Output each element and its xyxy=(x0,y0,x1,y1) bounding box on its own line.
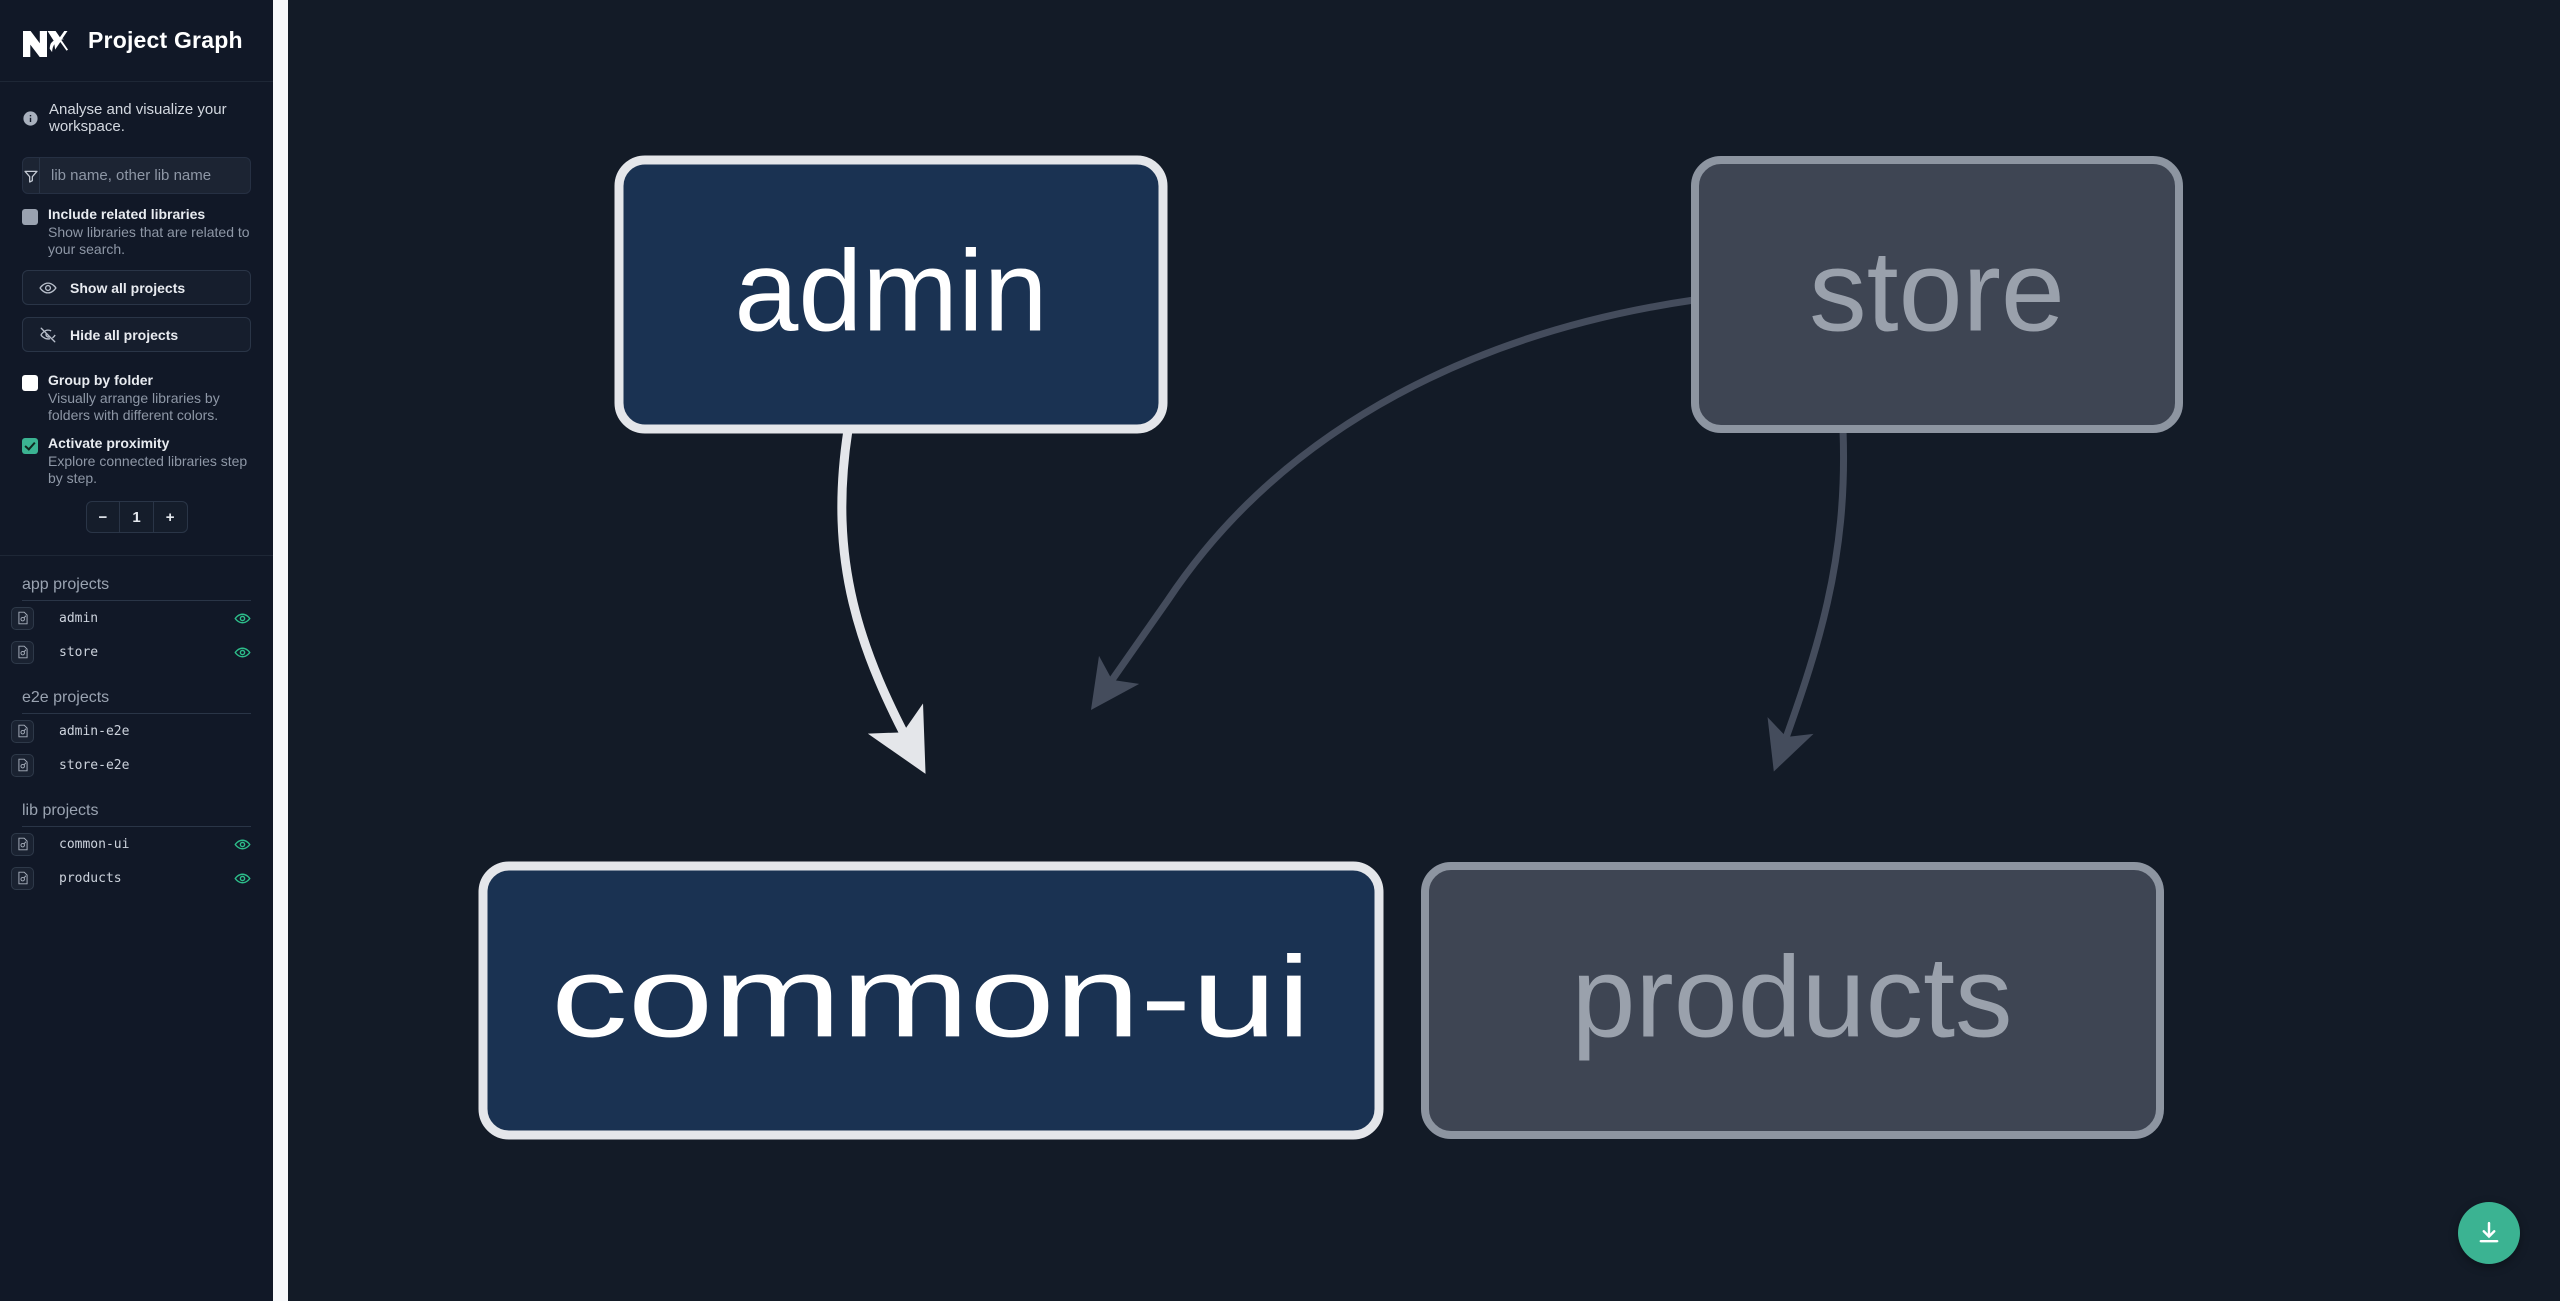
show-all-projects-label: Show all projects xyxy=(70,279,186,296)
search-bar[interactable] xyxy=(22,157,251,194)
graph-canvas[interactable]: admin store common-ui products xyxy=(288,0,2560,1301)
project-icon-glyph xyxy=(17,724,28,738)
project-icon xyxy=(11,866,34,890)
group-heading-lib-projects: lib projects xyxy=(22,802,99,819)
project-row-common-ui[interactable]: common-ui xyxy=(0,827,273,861)
project-row-admin-e2e[interactable]: admin-e2e xyxy=(0,714,273,748)
project-icon xyxy=(11,753,34,777)
proximity-increment-button[interactable]: + xyxy=(165,508,175,526)
project-name: admin xyxy=(59,610,99,626)
include-related-libraries-label: Include related libraries xyxy=(48,206,206,222)
group-by-folder-label: Group by folder xyxy=(48,372,153,388)
sidebar-resize-handle[interactable] xyxy=(273,0,288,1301)
eye-icon[interactable] xyxy=(234,836,251,853)
eye-icon xyxy=(39,281,57,294)
graph-node-products-box[interactable] xyxy=(1421,862,2164,1139)
project-row-products[interactable]: products xyxy=(0,861,273,895)
project-icon xyxy=(11,606,34,630)
graph-node-admin-label: admin xyxy=(734,227,1047,355)
group-heading-e2e-projects: e2e projects xyxy=(22,689,110,706)
proximity-stepper[interactable]: − 1 + xyxy=(85,501,188,533)
project-name: store-e2e xyxy=(59,757,130,773)
project-name: products xyxy=(59,870,122,886)
project-icon-glyph xyxy=(17,758,28,772)
graph-node-products-label: products xyxy=(1571,933,2012,1061)
edge-admin-to-common-ui xyxy=(837,429,926,774)
group-rule xyxy=(22,600,251,601)
project-icon-glyph xyxy=(17,871,28,885)
graph-node-admin-box[interactable] xyxy=(614,155,1168,434)
project-name: admin-e2e xyxy=(59,723,130,739)
option-include-related-libraries[interactable]: Include related libraries Show libraries… xyxy=(0,194,273,258)
tagline-text: Analyse and visualize your workspace. xyxy=(49,101,227,135)
search-input[interactable] xyxy=(40,158,250,193)
edge-store-to-products xyxy=(1767,429,1848,772)
project-icon xyxy=(11,719,34,743)
activate-proximity-checkbox[interactable] xyxy=(22,438,38,454)
download-icon xyxy=(2479,1221,2499,1243)
option-group-by-folder[interactable]: Group by folder Visually arrange librari… xyxy=(0,352,273,424)
project-row-store-e2e[interactable]: store-e2e xyxy=(0,748,273,782)
group-by-folder-checkbox[interactable] xyxy=(22,375,38,391)
filter-funnel-icon xyxy=(24,170,38,183)
group-heading-app-projects: app projects xyxy=(22,576,110,593)
page-title: Project Graph xyxy=(88,27,243,53)
filter-funnel-icon-box xyxy=(23,158,40,193)
graph-node-common-ui-box[interactable] xyxy=(478,861,1384,1140)
include-related-libraries-checkbox[interactable] xyxy=(22,209,38,225)
activate-proximity-description: Explore connected libraries step by step… xyxy=(48,453,248,486)
graph-node-admin[interactable]: admin xyxy=(614,155,1168,434)
project-icon-glyph xyxy=(17,611,28,625)
eye-icon[interactable] xyxy=(234,870,251,887)
proximity-value: 1 xyxy=(119,502,154,532)
group-rule xyxy=(22,826,251,827)
hide-all-projects-button[interactable]: Hide all projects xyxy=(22,317,251,352)
graph-node-store-box[interactable] xyxy=(1691,156,2183,433)
sidebar-tagline: Analyse and visualize your workspace. xyxy=(0,82,273,135)
project-graph-svg: admin store common-ui products xyxy=(478,155,2183,1140)
project-name: common-ui xyxy=(59,836,130,852)
project-icon xyxy=(11,640,34,664)
graph-node-common-ui-label: common-ui xyxy=(551,933,1311,1061)
sidebar: Project Graph Analyse and visualize your… xyxy=(0,0,273,1301)
project-row-store[interactable]: store xyxy=(0,635,273,669)
graph-node-products[interactable]: products xyxy=(1421,862,2164,1139)
project-row-admin[interactable]: admin xyxy=(0,601,273,635)
eye-off-icon xyxy=(40,327,56,342)
project-name: store xyxy=(59,644,99,660)
graph-edges xyxy=(837,296,1848,774)
sidebar-divider xyxy=(0,555,273,556)
include-related-libraries-description: Show libraries that are related to your … xyxy=(48,224,250,257)
show-all-projects-button[interactable]: Show all projects xyxy=(22,270,251,305)
edge-store-to-common-ui xyxy=(1090,296,1695,711)
project-icon xyxy=(11,832,34,856)
proximity-decrement-button[interactable]: − xyxy=(98,508,108,526)
group-by-folder-description: Visually arrange libraries by folders wi… xyxy=(48,390,220,423)
info-icon xyxy=(23,110,38,126)
project-icon-glyph xyxy=(17,837,28,851)
eye-icon[interactable] xyxy=(234,644,251,661)
option-activate-proximity[interactable]: Activate proximity Explore connected lib… xyxy=(0,424,273,487)
graph-node-store-label: store xyxy=(1809,227,2065,355)
group-rule xyxy=(22,713,251,714)
eye-icon[interactable] xyxy=(234,610,251,627)
activate-proximity-label: Activate proximity xyxy=(48,435,170,451)
graph-node-store[interactable]: store xyxy=(1691,156,2183,433)
project-icon-glyph xyxy=(17,645,28,659)
nx-logo-icon xyxy=(23,30,68,57)
download-graph-button[interactable] xyxy=(2458,1202,2520,1264)
sidebar-header: Project Graph xyxy=(0,0,273,82)
graph-node-common-ui[interactable]: common-ui xyxy=(478,861,1384,1140)
graph-nodes: admin store common-ui products xyxy=(478,155,2183,1140)
hide-all-projects-label: Hide all projects xyxy=(70,326,179,343)
